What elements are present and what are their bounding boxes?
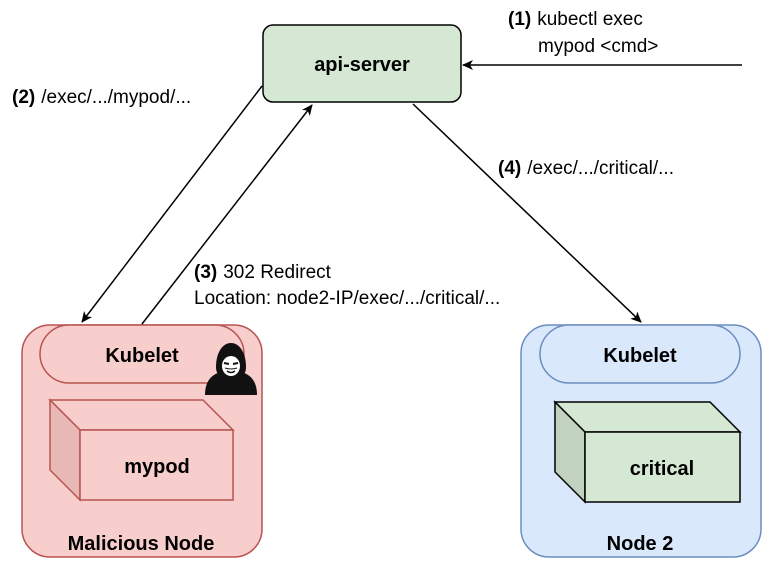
step4-label: (4) /exec/.../critical/...: [498, 158, 674, 179]
step1-label: (1) kubectl exec mypod <cmd>: [508, 9, 658, 57]
api-server: api-server: [262, 24, 462, 103]
step4-number: (4): [498, 158, 521, 179]
step2-label: (2) /exec/.../mypod/...: [12, 87, 191, 108]
step1-text-line1: kubectl exec: [537, 9, 643, 30]
svg-text:(1)kubectl exec: (1) kubectl exec: [508, 9, 643, 30]
svg-text:(2)/exec/.../mypod/...: (2) /exec/.../mypod/...: [12, 87, 191, 108]
malicious-node: Kubelet mypod Malicious Node: [21, 324, 263, 558]
arrow-step2: [81, 85, 263, 323]
step1-number: (1): [508, 9, 531, 30]
svg-text:(4)/exec/.../critical/...: (4) /exec/.../critical/...: [498, 158, 674, 179]
malicious-kubelet-label: Kubelet: [105, 345, 179, 367]
node2: Kubelet critical Node 2: [520, 324, 762, 558]
mypod-box: mypod: [48, 398, 235, 502]
critical-label: critical: [630, 458, 694, 480]
step4-text: /exec/.../critical/...: [527, 158, 674, 179]
arrow-step3: [141, 104, 313, 325]
svg-text:(3)302 Redirect: (3) 302 Redirect: [194, 262, 332, 283]
step2-text: /exec/.../mypod/...: [41, 87, 191, 108]
step3-label: (3) 302 Redirect Location: node2-IP/exec/…: [194, 262, 500, 309]
step1-text-line2: mypod <cmd>: [538, 36, 658, 57]
node2-kubelet-box: [539, 324, 741, 384]
step3-number: (3): [194, 262, 217, 283]
api-server-box: [262, 24, 462, 103]
node2-title: Node 2: [607, 533, 674, 555]
malicious-kubelet-box: [39, 324, 245, 384]
malicious-node-title: Malicious Node: [68, 533, 215, 555]
critical-box: critical: [553, 400, 742, 504]
hacker-icon: [205, 343, 257, 395]
arrow-step4: [412, 103, 642, 323]
node2-kubelet-label: Kubelet: [603, 345, 677, 367]
step2-number: (2): [12, 87, 35, 108]
mypod-label: mypod: [124, 456, 190, 478]
api-server-label: api-server: [314, 54, 410, 76]
step3-text-line1: 302 Redirect: [223, 262, 331, 283]
step3-text-line2: Location: node2-IP/exec/.../critical/...: [194, 288, 500, 309]
